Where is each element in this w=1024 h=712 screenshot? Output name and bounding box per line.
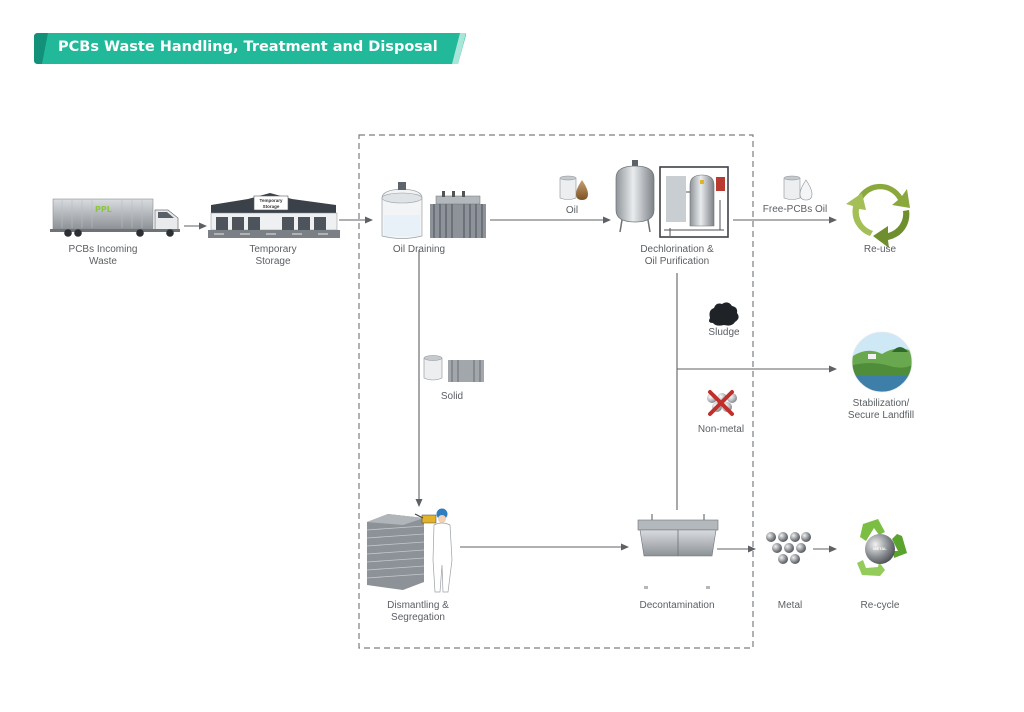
reactor-icon [615, 160, 729, 238]
truck-icon: PPL [50, 198, 180, 237]
warehouse-sign-line-1: Temporary [260, 198, 283, 203]
oil-draining-label: Oil Draining [392, 244, 446, 255]
treatment-boundary [358, 134, 754, 649]
metal-label: Metal [777, 600, 803, 611]
reuse-cycle-icon [846, 183, 910, 248]
landfill-icon [851, 331, 913, 393]
recycle-ball-text: METAL [873, 546, 887, 551]
oil-drum-icon [559, 175, 588, 200]
non-metal-edge-label: Non-metal [697, 424, 745, 435]
decontamination-label: Decontamination [639, 600, 715, 611]
dismantling-label: Dismantling &Segregation [387, 600, 449, 623]
metal-balls-icon [766, 532, 811, 564]
connectors [184, 216, 837, 553]
worker-icon [366, 508, 453, 593]
sludge-edge-label: Sludge [708, 327, 740, 338]
recycle-icon: METAL [857, 519, 907, 576]
transformer-icon [381, 182, 486, 239]
banner-shape [34, 33, 466, 64]
free-pcbs-oil-edge-label: Free-PCBs Oil [762, 204, 828, 215]
reuse-label: Re-use [863, 244, 897, 255]
sludge-icon [709, 302, 739, 326]
solid-parts-icon [423, 355, 484, 382]
oil-edge-label: Oil [565, 205, 579, 216]
non-metal-icon [707, 390, 737, 416]
solid-edge-label: Solid [440, 391, 464, 402]
truck-logo-text: PPL [95, 205, 112, 214]
page-title: PCBs Waste Handling, Treatment and Dispo… [58, 39, 438, 55]
dechlorination-label: Dechlorination &Oil Purification [640, 244, 714, 267]
landfill-label: Stabilization/Secure Landfill [847, 398, 915, 421]
recycle-label: Re-cycle [860, 600, 900, 611]
warehouse-icon: Temporary Storage [208, 193, 340, 238]
title-banner: PCBs Waste Handling, Treatment and Dispo… [34, 33, 466, 64]
tank-icon [637, 514, 719, 589]
clean-oil-drum-icon [783, 175, 813, 201]
warehouse-sign-line-2: Storage [263, 204, 280, 209]
